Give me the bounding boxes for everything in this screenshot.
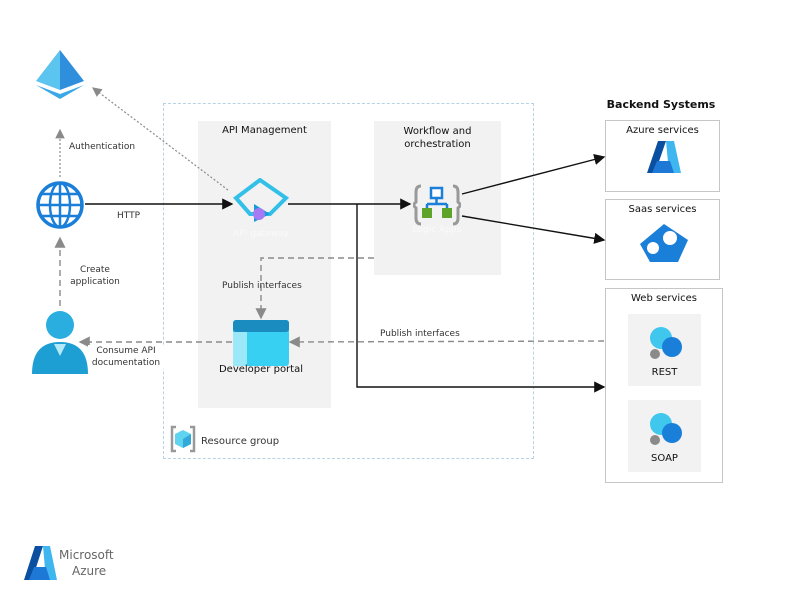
create-application-line2: application [70,277,120,287]
rest-service[interactable]: REST [628,314,701,386]
microsoft-azure-logo-icon [24,546,57,580]
workflow-title: Workflow and orchestration [374,125,501,151]
edge-logic-to-azure [461,154,606,195]
logic-apps-label: Logic Apps [412,225,462,235]
workflow-title-line1: Workflow and [403,126,472,137]
create-application-line1: Create [80,265,110,275]
api-management-title: API Management [222,125,307,136]
azure-logo-icon [647,141,681,173]
azure-services-box[interactable]: Azure services [605,120,720,192]
workflow-title-line2: orchestration [404,139,471,150]
consume-api-line1: Consume API [96,346,156,356]
globe-icon[interactable] [35,180,85,230]
create-application-label: Create application [64,264,126,288]
resource-group-boundary [163,103,534,459]
saas-services-box[interactable]: Saas services [605,199,720,280]
user-icon[interactable] [30,310,90,374]
publish-interfaces-backend-label: Publish interfaces [380,329,460,339]
consume-api-label: Consume API documentation [88,345,164,369]
authentication-label: Authentication [69,142,136,152]
microsoft-azure-wordmark: Microsoft Azure [59,547,114,579]
developer-portal-icon[interactable] [233,320,289,366]
edge-logic-to-saas [461,215,606,244]
http-label: HTTP [117,211,141,221]
rest-label: REST [651,367,678,378]
soap-service[interactable]: SOAP [628,400,701,472]
logic-apps-icon[interactable] [413,184,461,226]
azure-services-label: Azure services [626,125,699,136]
edge-publish-backend [288,336,605,348]
brand-line1: Microsoft [59,548,114,562]
edge-gateway-to-entra [92,87,229,191]
edge-gateway-to-web [356,204,606,393]
resource-group-icon [170,425,196,453]
resource-group-label: Resource group [201,436,280,447]
consume-api-line2: documentation [91,358,161,368]
edge-publish-internal [255,257,374,320]
saas-gears-icon [640,224,688,262]
brand-line2: Azure [72,564,107,578]
soap-gears-icon [650,413,682,445]
azure-ad-pyramid-icon[interactable] [34,48,86,100]
api-gateway-icon[interactable] [232,178,290,222]
publish-interfaces-internal-label: Publish interfaces [222,281,302,291]
soap-label: SOAP [651,453,678,464]
saas-services-label: Saas services [628,204,697,215]
backend-systems-title: Backend Systems [606,98,716,111]
developer-portal-label: Developer portal [218,364,303,375]
web-services-box[interactable]: Web services REST SOAP [605,288,723,483]
web-services-label: Web services [630,293,697,304]
rest-gears-icon [650,327,682,359]
api-gateway-label: API gateway [233,229,289,239]
